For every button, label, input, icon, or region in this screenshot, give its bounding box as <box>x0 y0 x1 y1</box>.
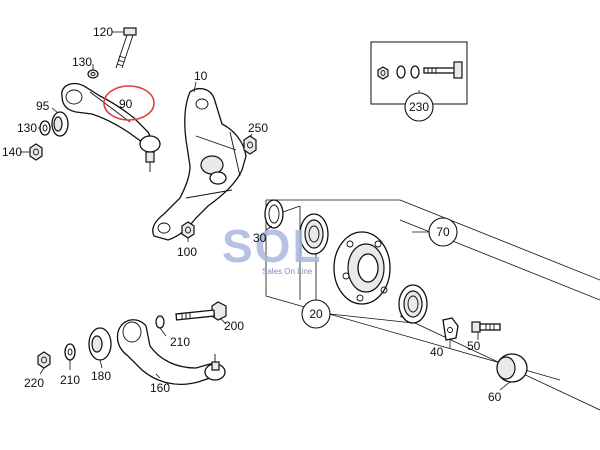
callout-60: 60 <box>488 390 502 404</box>
label-30: 30 <box>253 231 267 245</box>
label-60: 60 <box>488 390 502 404</box>
label-100: 100 <box>177 245 197 259</box>
label-130-top: 130 <box>72 55 92 69</box>
washer-210-upper <box>155 315 167 337</box>
label-160: 160 <box>150 381 170 395</box>
callout-20: 20 <box>301 299 331 329</box>
bushing-95 <box>51 111 69 137</box>
watermark-tagline: Sales On Line <box>262 267 313 276</box>
label-90: 90 <box>119 97 133 111</box>
label-130-left: 130 <box>17 121 37 135</box>
nut-250 <box>243 135 257 155</box>
label-210-lower: 210 <box>60 373 80 387</box>
watermark-text: SOL <box>222 220 323 272</box>
label-50: 50 <box>467 339 481 353</box>
label-180: 180 <box>91 369 111 383</box>
callout-230: 230 <box>404 92 434 122</box>
nut-140 <box>29 143 43 161</box>
nut-130-top <box>87 69 99 79</box>
label-40: 40 <box>430 345 444 359</box>
washer-130-left <box>39 120 51 136</box>
upper-control-arm-group <box>29 27 161 172</box>
label-210-upper: 210 <box>170 335 190 349</box>
upper-arm-90 <box>61 82 161 172</box>
watermark-logo: SOL Sales On Line <box>222 220 323 276</box>
hub-assembly <box>264 199 600 411</box>
label-70: 70 <box>436 225 450 239</box>
bolt-200 <box>175 301 227 325</box>
label-10: 10 <box>194 69 208 83</box>
label-20: 20 <box>309 307 323 321</box>
cap-60 <box>496 353 528 391</box>
label-200: 200 <box>224 319 244 333</box>
steering-knuckle-10 <box>152 87 247 241</box>
bolt-50 <box>471 321 501 340</box>
callout-70: 70 <box>428 217 458 247</box>
nut-100 <box>181 221 195 239</box>
label-140: 140 <box>2 145 22 159</box>
label-95: 95 <box>36 99 50 113</box>
label-220: 220 <box>24 376 44 390</box>
bushing-180 <box>88 327 112 369</box>
clamp-40 <box>442 317 459 348</box>
label-120: 120 <box>93 25 113 39</box>
highlight-circle-90 <box>103 85 155 121</box>
nut-220 <box>37 351 51 375</box>
bolt-120 <box>115 27 137 69</box>
washer-210-lower <box>64 343 76 370</box>
label-250: 250 <box>248 121 268 135</box>
label-230: 230 <box>409 100 429 114</box>
lower-arm-160 <box>116 319 220 385</box>
lower-control-arm-group <box>37 301 227 385</box>
leader-lines <box>20 31 430 379</box>
